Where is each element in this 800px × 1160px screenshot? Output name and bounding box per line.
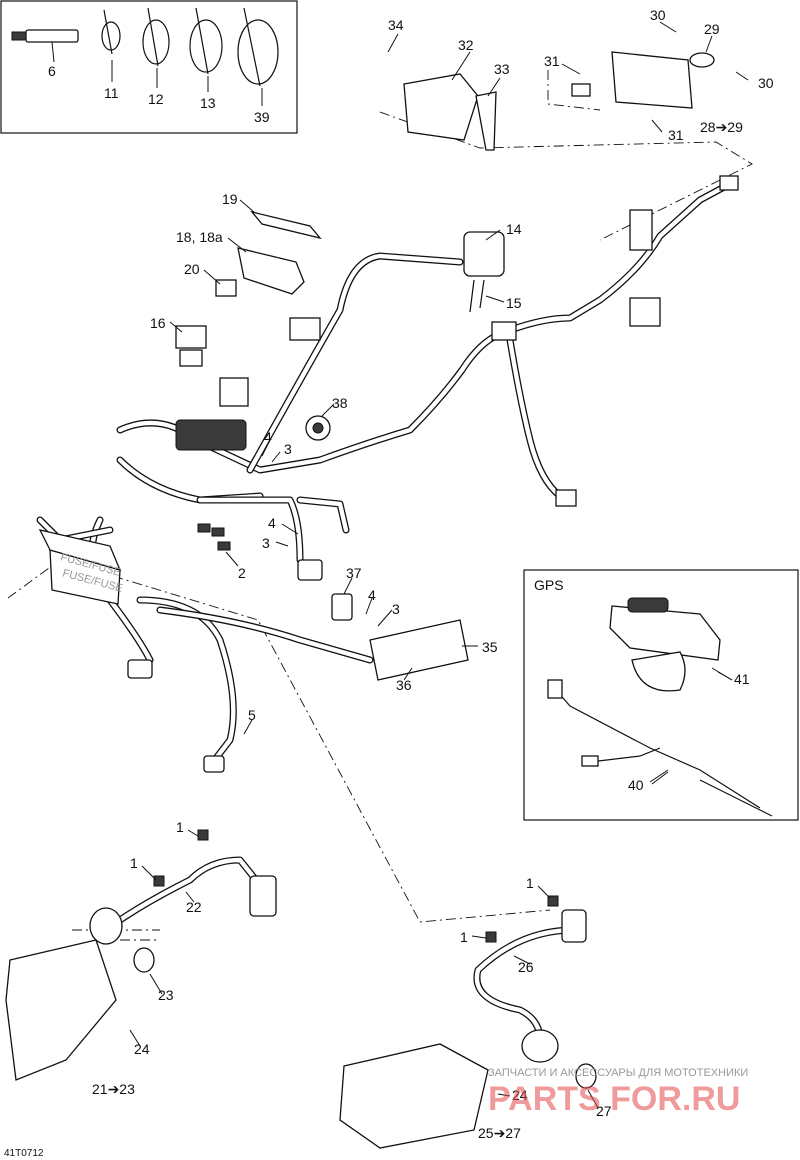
bulb-socket-right [521, 1029, 559, 1063]
module-14 [463, 231, 505, 277]
callout-29: 29 [704, 21, 720, 37]
watermark: ЗАПЧАСТИ И АКСЕССУАРЫ ДЛЯ МОТОТЕХНИКИ PA… [488, 1067, 748, 1118]
callout-36: 36 [396, 677, 412, 693]
gps-inset [523, 569, 799, 821]
callout-20: 20 [184, 261, 200, 277]
cable-tie-12 [142, 7, 170, 88]
gps-unit [609, 597, 733, 692]
module-32 [403, 73, 479, 141]
bulb-right [575, 1063, 597, 1089]
callout-35: 35 [482, 639, 498, 655]
callout-30a: 30 [650, 7, 666, 23]
callout-16: 16 [150, 315, 166, 331]
callout-3c: 3 [392, 601, 400, 617]
callout-14: 14 [506, 221, 522, 237]
bracket-35 [369, 619, 469, 681]
connector-37 [331, 593, 353, 621]
reference-lines [7, 70, 753, 941]
callout-1c: 1 [526, 875, 534, 891]
callout-5: 5 [248, 707, 256, 723]
callout-26: 26 [518, 959, 534, 975]
callout-30b: 30 [758, 75, 774, 91]
watermark-brand: PARTS FOR.RU [488, 1080, 740, 1118]
headlight-left [5, 829, 277, 1081]
bulb-29 [689, 52, 715, 68]
callout-31a: 31 [544, 53, 560, 69]
callout-3b: 3 [262, 535, 270, 551]
callout-39: 39 [254, 109, 270, 125]
callout-1a: 1 [176, 819, 184, 835]
callout-3a: 3 [284, 441, 292, 457]
cable-tie-13 [189, 7, 223, 92]
callout-6: 6 [48, 63, 56, 79]
callout-25-27: 25➔27 [478, 1125, 521, 1141]
headlight-right [339, 895, 597, 1149]
callout-4c: 4 [368, 587, 376, 603]
relay-block [219, 377, 249, 407]
drawing-id: 41T0712 [4, 1148, 44, 1159]
leader-lines [129, 21, 749, 1109]
callout-labels: 6 11 12 13 39 34 32 33 30 29 31 30 31 28… [48, 7, 774, 1141]
headlight-housing-left [5, 939, 117, 1081]
callout-21-23: 21➔23 [92, 1081, 135, 1097]
callout-1d: 1 [460, 929, 468, 945]
sealant-tube [11, 29, 79, 63]
callout-22: 22 [186, 899, 202, 915]
gps-panel-title: GPS [534, 577, 564, 593]
callout-23: 23 [158, 987, 174, 1003]
callout-32: 32 [458, 37, 474, 53]
callout-13: 13 [200, 95, 216, 111]
gps-cable [547, 679, 773, 817]
callout-24a: 24 [134, 1041, 150, 1057]
callout-18: 18, 18a [176, 229, 223, 245]
cable-tie-39 [237, 7, 279, 106]
bulb-socket-left [89, 907, 123, 945]
callout-4b: 4 [268, 515, 276, 531]
callout-4a: 4 [264, 429, 272, 445]
bracket-33 [475, 91, 497, 151]
callout-24b: 24 [512, 1087, 528, 1103]
callout-40: 40 [628, 777, 644, 793]
license-light-28 [611, 51, 693, 109]
relay-20 [215, 279, 237, 297]
callout-33: 33 [494, 61, 510, 77]
callout-31b: 31 [668, 127, 684, 143]
cable-tie-inset [0, 0, 298, 134]
callout-41: 41 [734, 671, 750, 687]
watermark-tagline: ЗАПЧАСТИ И АКСЕССУАРЫ ДЛЯ МОТОТЕХНИКИ [488, 1067, 748, 1079]
callout-34: 34 [388, 17, 404, 33]
cable-tie-11 [101, 9, 121, 82]
headlight-housing-right [339, 1043, 489, 1149]
callout-2: 2 [238, 565, 246, 581]
callout-15: 15 [506, 295, 522, 311]
callout-37: 37 [346, 565, 362, 581]
relay-cover [250, 210, 322, 240]
relay-module [237, 247, 305, 295]
components: FUSE/FUSE FUSE/FUSE [38, 51, 739, 773]
bulb-left [133, 947, 155, 973]
callout-27: 27 [596, 1103, 612, 1119]
callout-38: 38 [332, 395, 348, 411]
connector-16 [175, 325, 207, 349]
callout-19: 19 [222, 191, 238, 207]
callout-12: 12 [148, 91, 164, 107]
callout-28-29: 28➔29 [700, 119, 743, 135]
callout-11: 11 [104, 85, 119, 101]
callout-1b: 1 [130, 855, 138, 871]
